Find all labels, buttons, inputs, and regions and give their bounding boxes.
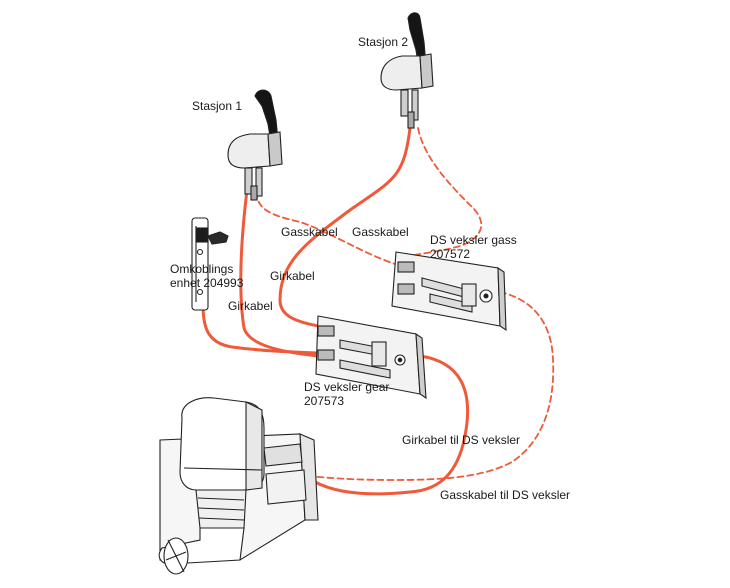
gasskabel-right-label: Gasskabel	[352, 225, 409, 239]
station1-housing-left	[227, 133, 271, 169]
switch-unit-label-line1: Omkoblings	[170, 262, 233, 276]
switch-unit	[191, 217, 229, 311]
station2-housing-left	[380, 55, 423, 91]
station1-housing-right	[267, 131, 283, 167]
girkabel-mid-label: Girkabel	[270, 269, 315, 283]
gasskabel-to-ds-label: Gasskabel til DS veksler	[440, 488, 570, 502]
ds-gear-label-line1: DS veksler gear	[304, 380, 389, 394]
girkabel-to-ds-label: Girkabel til DS veksler	[402, 433, 520, 447]
ds-gear-shifter	[315, 315, 427, 400]
station2-control	[380, 12, 434, 129]
station2-housing-right	[419, 53, 434, 89]
outboard-engine	[158, 397, 319, 575]
shift-cable-switch-unit	[201, 302, 320, 355]
station1-control	[227, 89, 283, 201]
throttle-cable-station1	[255, 191, 396, 265]
girkabel-left-label: Girkabel	[228, 299, 273, 313]
station1-label: Stasjon 1	[192, 99, 242, 113]
switch-unit-label-line2: enhet 204993	[170, 276, 244, 290]
labels: Stasjon 1 Stasjon 2 Gasskabel Gasskabel …	[170, 35, 570, 502]
gasskabel-left-label: Gasskabel	[281, 225, 338, 239]
ds-gas-label-line1: DS veksler gass	[430, 233, 517, 247]
shift-cable-station2	[278, 126, 412, 328]
ds-gear-label-line2: 207573	[304, 394, 344, 408]
ds-gas-shifter	[391, 251, 507, 332]
station2-label: Stasjon 2	[358, 35, 408, 49]
ds-gas-label-line2: 207572	[430, 247, 470, 261]
throttle-cable-to-engine	[261, 291, 555, 481]
throttle-cable-station2	[399, 127, 483, 259]
